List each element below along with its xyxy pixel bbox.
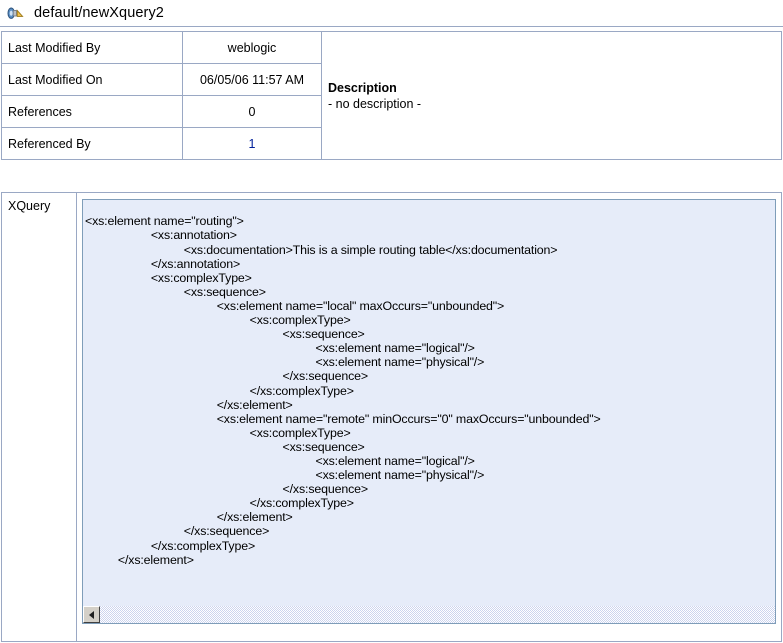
metadata-panel: Last Modified By weblogic Description - … xyxy=(0,31,783,160)
table-row: Last Modified On 06/05/06 11:57 AM xyxy=(1,63,782,96)
table-row: Last Modified By weblogic Description - … xyxy=(1,31,782,160)
row-label-last-modified-by: Last Modified By xyxy=(1,31,183,64)
xquery-code-box[interactable]: <xs:element name="routing"> <xs:annotati… xyxy=(82,199,776,624)
description-body: - no description - xyxy=(328,96,422,111)
description-cell: Description - no description - xyxy=(321,31,782,160)
title-bar: default/newXquery2 xyxy=(0,0,783,27)
row-label-referenced-by: Referenced By xyxy=(1,127,183,160)
table-row: References 0 xyxy=(1,95,782,128)
xquery-row: XQuery <xs:element name="routing"> <xs:a… xyxy=(1,192,782,642)
description-heading: Description xyxy=(328,80,397,95)
scroll-left-arrow-icon[interactable] xyxy=(83,606,100,623)
page-title: default/newXquery2 xyxy=(34,5,164,21)
row-label-references: References xyxy=(1,95,183,128)
table-row: Referenced By 1 xyxy=(1,127,782,160)
xquery-label: XQuery xyxy=(1,192,77,642)
row-value-referenced-by: 1 xyxy=(182,127,322,160)
xquery-code-text: <xs:element name="routing"> <xs:annotati… xyxy=(85,214,601,567)
xquery-body-cell: <xs:element name="routing"> <xs:annotati… xyxy=(76,192,782,642)
horizontal-scrollbar[interactable] xyxy=(83,606,775,623)
row-label-last-modified-on: Last Modified On xyxy=(1,63,183,96)
metadata-table: Last Modified By weblogic Description - … xyxy=(1,31,782,160)
xquery-panel: XQuery <xs:element name="routing"> <xs:a… xyxy=(1,192,782,642)
referenced-by-link[interactable]: 1 xyxy=(248,136,256,151)
xquery-resource-icon xyxy=(7,6,24,21)
xquery-table: XQuery <xs:element name="routing"> <xs:a… xyxy=(1,192,782,642)
row-value-last-modified-on: 06/05/06 11:57 AM xyxy=(182,63,322,96)
row-value-last-modified-by: weblogic xyxy=(182,31,322,64)
row-value-references: 0 xyxy=(182,95,322,128)
